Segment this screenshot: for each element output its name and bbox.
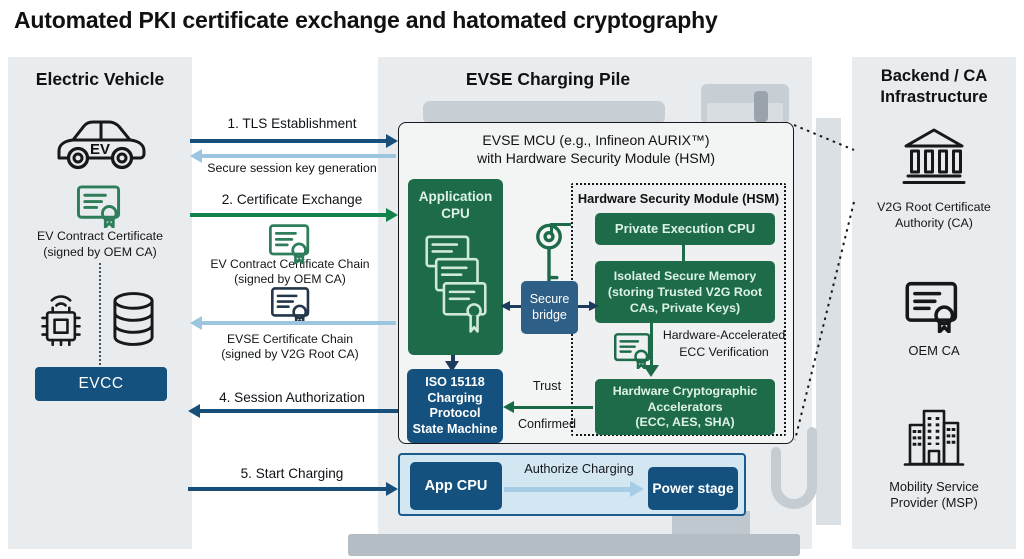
session-authorization-arrow (188, 404, 398, 418)
ecc-verification-caption: Hardware-Accelerated ECC Verification (662, 328, 786, 359)
bridge-right-arrow (578, 301, 599, 312)
evse-chain-caption: EVSE Certificate Chain (signed by V2G Ro… (221, 332, 359, 361)
hsm-connector-2 (650, 323, 653, 365)
tls-arrow (190, 134, 398, 148)
ev-contract-cert-caption: EV Contract Certificate (signed by OEM C… (36, 229, 164, 259)
charging-pile-base (348, 534, 800, 556)
tls-establishment-label: 1. TLS Establishment (227, 116, 357, 131)
hsm-title: Hardware Security Module (HSM) (577, 191, 780, 206)
secure-bridge-box: Secure bridge (521, 281, 578, 334)
evse-chain-certificate-icon (271, 287, 310, 325)
certificate-exchange-arrow (190, 208, 398, 222)
ev-chain-certificate-icon (269, 224, 310, 264)
backend-ca-panel: Backend / CA Infrastructure V2G Root Cer… (852, 57, 1016, 549)
charging-pile-head-inner (707, 103, 783, 124)
power-stage-box: Power stage (648, 467, 738, 510)
chip-icon (41, 295, 81, 346)
hsm-connector-1 (682, 245, 685, 261)
key-connector-elbow (550, 223, 553, 233)
building-icon (903, 409, 965, 466)
crypto-accelerators-box: Hardware Cryptographic Accelerators (ECC… (595, 379, 775, 435)
evse-panel-header: EVSE Charging Pile (465, 69, 631, 89)
certificate-exchange-label: 2. Certificate Exchange (221, 192, 363, 207)
bank-icon (902, 128, 966, 184)
evse-chain-arrow (190, 316, 396, 330)
iso-connector (451, 355, 455, 362)
app-cpu-box: App CPU (410, 462, 502, 510)
authorize-charging-arrow (504, 481, 644, 497)
car-ev-label: EV (90, 141, 110, 158)
page-title: Automated PKI certificate exchange and h… (14, 7, 718, 34)
mcu-title: EVSE MCU (e.g., Infineon AURIX™) with Ha… (476, 132, 716, 166)
car-icon: EV (57, 120, 146, 170)
hsm-down-arrowhead (643, 365, 659, 377)
iso-down-arrowhead (445, 361, 459, 372)
ev-chain-caption: EV Contract Certificate Chain (signed by… (210, 257, 370, 286)
ev-panel-header: Electric Vehicle (35, 69, 165, 89)
database-icon (113, 292, 154, 346)
session-key-label: Secure session key generation (207, 161, 377, 175)
electric-vehicle-panel: Electric Vehicle EV EV Contract Certific… (8, 57, 192, 549)
evcc-box: EVCC (35, 367, 167, 401)
hsm-box: Hardware Security Module (HSM) Private E… (571, 183, 786, 436)
trust-confirmed-arrow (503, 401, 593, 413)
session-authorization-label: 4. Session Authorization (219, 390, 365, 405)
charging-pile-top (423, 101, 665, 124)
confirmed-label: Confirmed (517, 417, 577, 431)
msp-caption: Mobility Service Provider (MSP) (889, 479, 979, 510)
charging-control-box: App CPU Authorize Charging Power stage (398, 453, 746, 516)
charging-pile-pillar (816, 118, 841, 525)
title-bold: hatomated cryptography (452, 7, 718, 33)
start-charging-arrow (188, 482, 398, 496)
title-regular: Automated PKI certificate exchange and (14, 7, 447, 33)
authorize-charging-label: Authorize Charging (524, 461, 634, 476)
ecc-certificate-icon (614, 333, 651, 369)
bridge-left-arrow (500, 301, 521, 312)
charging-gun-nozzle (754, 91, 768, 122)
start-charging-label: 5. Start Charging (240, 466, 344, 481)
v2g-root-ca-caption: V2G Root Certificate Authority (CA) (877, 200, 991, 230)
private-execution-cpu-box: Private Execution CPU (595, 213, 775, 245)
evse-mcu-box: EVSE MCU (e.g., Infineon AURIX™) with Ha… (398, 122, 794, 444)
oem-ca-caption: OEM CA (908, 343, 960, 358)
certificate-stack-icon (424, 235, 487, 333)
oem-ca-certificate-icon (905, 281, 958, 333)
session-key-arrow (190, 149, 396, 163)
application-cpu-box: Application CPU (408, 179, 503, 355)
isolated-secure-memory-box: Isolated Secure Memory (storing Trusted … (595, 261, 775, 323)
iso-15118-box: ISO 15118 Charging Protocol State Machin… (407, 369, 503, 443)
ev-contract-certificate-icon (77, 185, 121, 228)
evcc-dotted-connector (99, 263, 101, 365)
trust-label: Trust (532, 379, 562, 393)
backend-panel-header: Backend / CA Infrastructure (880, 67, 988, 106)
